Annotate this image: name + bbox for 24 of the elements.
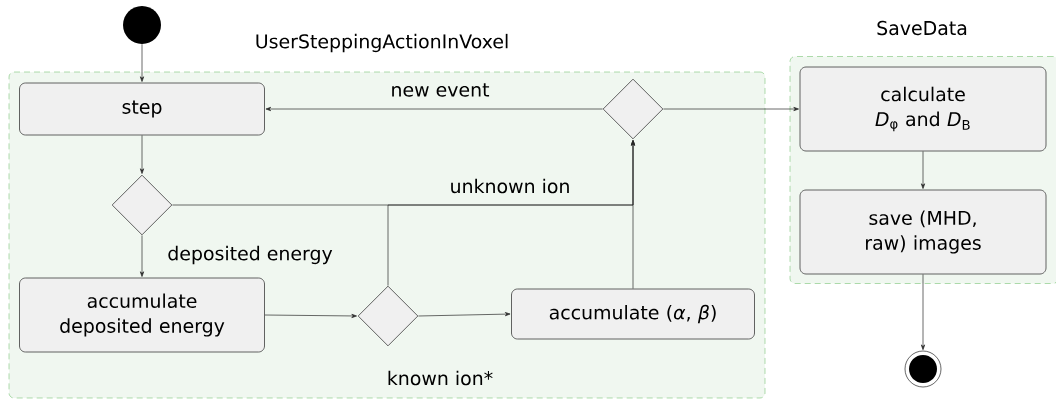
arrow (630, 140, 636, 289)
group-title: SaveData (877, 20, 967, 36)
activity-box: accumulate (α, β) (511, 288, 755, 340)
group-title: UserSteppingActionInVoxel (256, 33, 508, 53)
arrow (139, 135, 145, 174)
start-dot (123, 6, 161, 44)
activity-box: step (19, 82, 265, 136)
end-dot (904, 350, 942, 388)
arrow (418, 312, 511, 317)
decision-diamond (357, 285, 419, 347)
arrow (920, 274, 926, 351)
arrow (139, 235, 145, 277)
decision-diamond (602, 78, 664, 140)
arrow (265, 106, 603, 112)
arrow (264, 313, 357, 318)
edge-label: new event (389, 82, 491, 98)
activity-box: save (MHD, raw) images (799, 189, 1047, 275)
activity-box: accumulate deposited energy (19, 277, 265, 353)
arrow (663, 106, 799, 112)
arrow (920, 151, 926, 189)
activity-box: calculate D$_{φ}$ and D$_{B}$ (799, 66, 1047, 152)
edge-label: deposited energy (166, 244, 334, 266)
decision-diamond (111, 174, 173, 236)
arrow (139, 43, 145, 82)
